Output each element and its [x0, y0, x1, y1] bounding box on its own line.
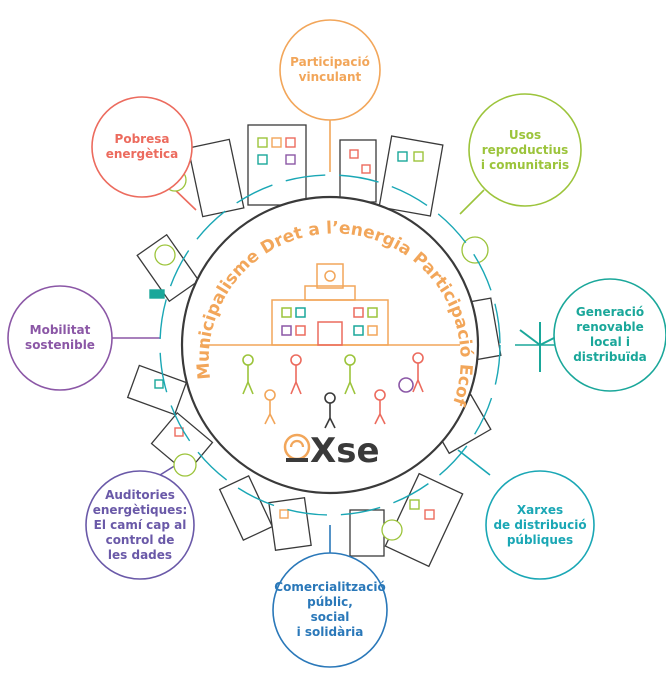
- person-2: [290, 354, 302, 395]
- bubble-generacio: Generació renovable local i distribuïda: [554, 295, 666, 375]
- bubble-pobresa: Pobresa energètica: [92, 117, 192, 177]
- bubble-label-xarxes: Xarxes de distribució públiques: [493, 502, 587, 547]
- person-1: [242, 354, 254, 395]
- bubble-xarxes: Xarxes de distribució públiques: [486, 495, 594, 555]
- bubble-comercialitzacio: Comercialització públic, social i solidà…: [273, 570, 387, 650]
- bubble-circles: [7, 19, 666, 668]
- bubble-circle-auditories: [85, 470, 195, 580]
- bubble-label-auditories: Auditories energètiques: El camí cap al …: [92, 487, 188, 562]
- bubble-auditories: Auditories energètiques: El camí cap al …: [86, 480, 194, 570]
- person-3: [344, 354, 356, 395]
- person-5: [264, 389, 276, 425]
- bubble-circle-usos: [468, 93, 582, 207]
- bubble-circle-pobresa: [91, 96, 193, 198]
- window-accents: [149, 137, 435, 520]
- town-hall-windows: [281, 307, 378, 346]
- bubble-label-usos: Usos reproductius i comunitaris: [480, 127, 570, 172]
- bubble-usos: Usos reproductius i comunitaris: [469, 120, 581, 180]
- bubble-participacio: Participació vinculant: [280, 40, 380, 100]
- bubble-label-generacio: Generació renovable local i distribuïda: [573, 305, 647, 364]
- bubble-circle-xarxes: [485, 470, 595, 580]
- logo-text: Xse: [310, 431, 380, 471]
- bubble-label-participacio: Participació vinculant: [290, 55, 370, 84]
- person-7: [374, 389, 386, 425]
- bubble-circle-mobilitat: [7, 285, 113, 391]
- bubble-circle-comercialitzacio: [272, 552, 388, 668]
- bubble-label-comercialitzacio: Comercialització públic, social i solidà…: [274, 580, 386, 639]
- bubble-circle-generacio: [553, 278, 666, 392]
- bubble-mobilitat: Mobilitat sostenible: [8, 308, 112, 368]
- bubble-label-mobilitat: Mobilitat sostenible: [25, 323, 95, 352]
- person-6: [324, 392, 336, 429]
- people-figures: [242, 352, 424, 429]
- inner-street-ring: [159, 174, 501, 516]
- xse-logo: Xse: [283, 431, 380, 471]
- bubble-circle-participacio: [279, 19, 381, 121]
- person-4: [398, 352, 424, 393]
- bubble-label-pobresa: Pobresa energètica: [105, 132, 179, 161]
